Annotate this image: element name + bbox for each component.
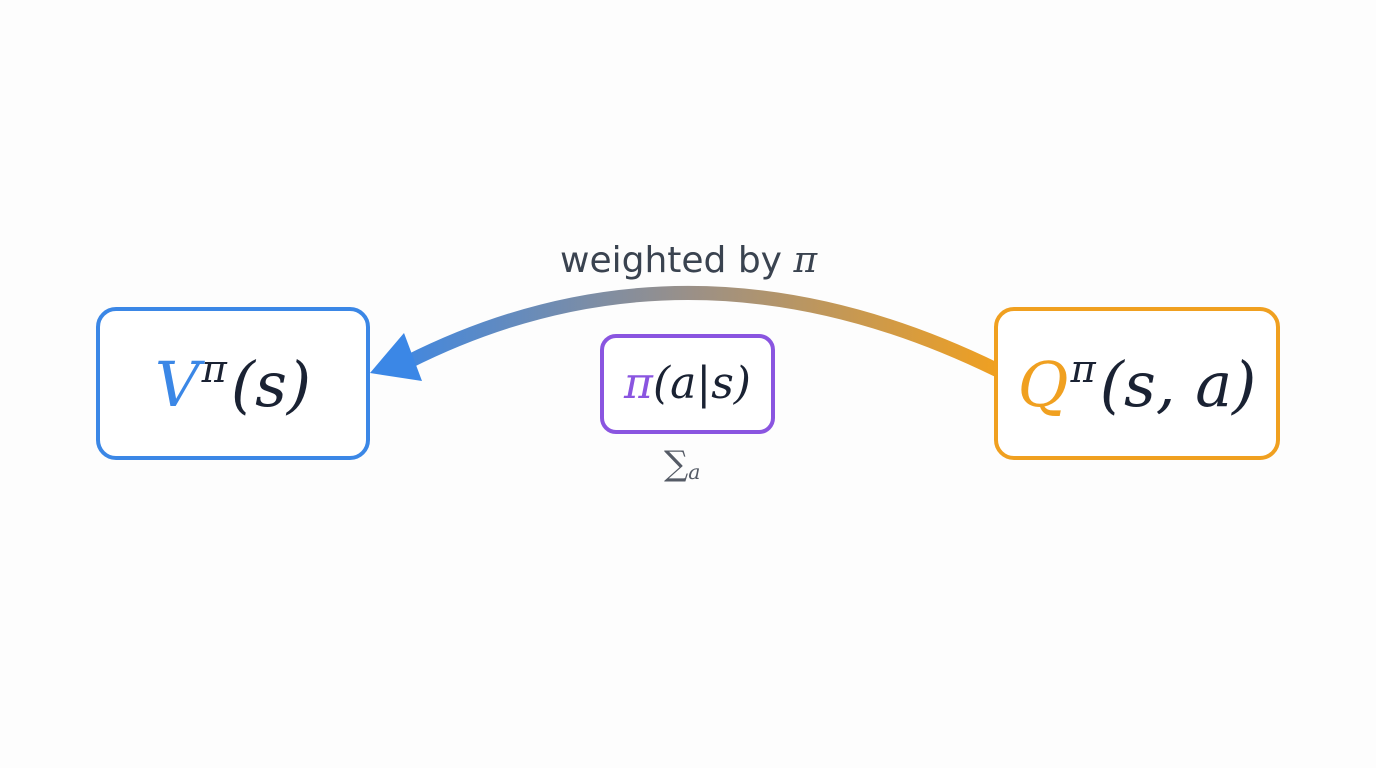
value-args: (s) [230, 347, 312, 421]
sum-symbol: ∑ [664, 444, 689, 484]
q-function-formula: Qπ(s, a) [1018, 350, 1257, 416]
sum-subscript: a [688, 460, 701, 485]
q-function-node: Qπ(s, a) [994, 307, 1280, 460]
q-superscript: π [1070, 347, 1096, 393]
policy-node: π(a|s) [600, 334, 775, 434]
value-function-formula: Vπ(s) [155, 350, 311, 416]
edge-label: weighted by π [560, 240, 820, 281]
edge-label-symbol: π [793, 240, 818, 281]
q-symbol: Q [1017, 347, 1069, 421]
arrow-shaft [404, 286, 1001, 377]
value-function-node: Vπ(s) [96, 307, 370, 460]
value-superscript: π [201, 347, 227, 393]
sum-over-actions: ∑a [664, 444, 700, 484]
q-args: (s, a) [1099, 347, 1257, 421]
policy-symbol: π [624, 358, 653, 409]
value-symbol: V [154, 347, 200, 421]
policy-args: (a|s) [652, 358, 751, 409]
edge-label-text: weighted by [560, 240, 782, 281]
arrowhead [370, 333, 422, 381]
policy-formula: π(a|s) [624, 362, 751, 406]
